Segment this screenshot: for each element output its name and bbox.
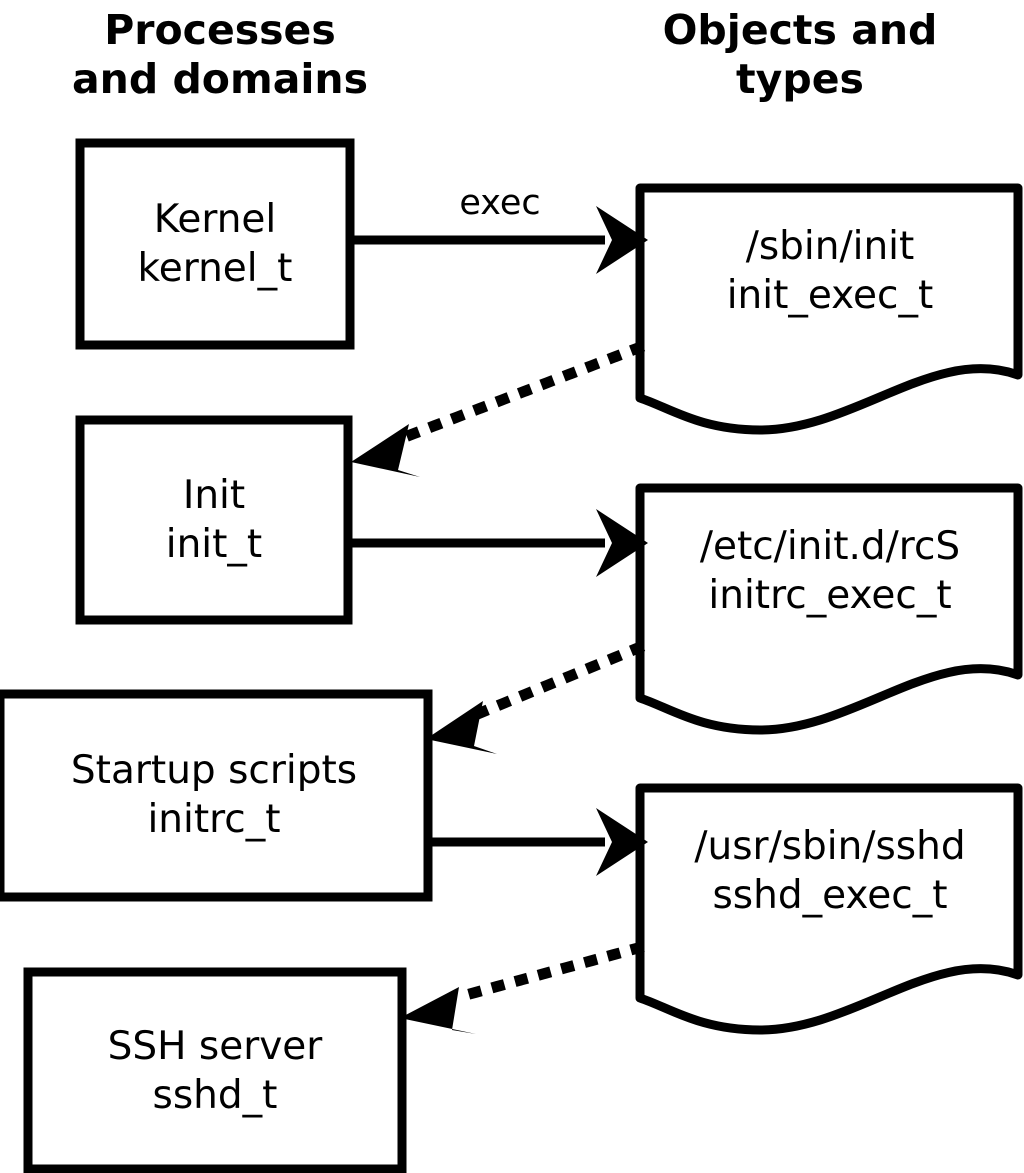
node-sbin-init[interactable]: [640, 188, 1018, 430]
node-etc-initd-rcs[interactable]: [640, 488, 1018, 730]
node-init-shape[interactable]: [75, 415, 353, 625]
edge-label-exec: exec: [459, 183, 541, 223]
column-header-objects: Objects and types: [662, 6, 938, 103]
node-startup-scripts[interactable]: [0, 694, 428, 897]
node-initrc-exec-shape[interactable]: [635, 483, 1023, 735]
edge-init-exec-initrc-exec[interactable]: [348, 509, 648, 577]
edge-sshd-exec-to-sshd[interactable]: [400, 941, 645, 1034]
edge-initrc-exec-sshd-exec[interactable]: [428, 808, 648, 876]
edge-kernel-exec-init-exec[interactable]: [348, 206, 648, 274]
edge-init-exec-to-init[interactable]: [351, 340, 646, 477]
node-init[interactable]: [80, 420, 348, 620]
node-ssh-server[interactable]: [28, 972, 402, 1169]
node-kernel-shape[interactable]: [75, 138, 355, 350]
node-init-exec-shape[interactable]: [635, 183, 1023, 435]
node-sshd-shape[interactable]: [23, 967, 407, 1173]
node-sshd-exec-shape[interactable]: [635, 783, 1023, 1035]
node-initrc-shape[interactable]: [0, 689, 433, 902]
edge-initrc-exec-to-initrc[interactable]: [426, 640, 646, 754]
column-header-processes: Processes and domains: [71, 6, 369, 103]
node-kernel[interactable]: [80, 143, 350, 345]
node-usr-sbin-sshd[interactable]: [640, 788, 1018, 1030]
